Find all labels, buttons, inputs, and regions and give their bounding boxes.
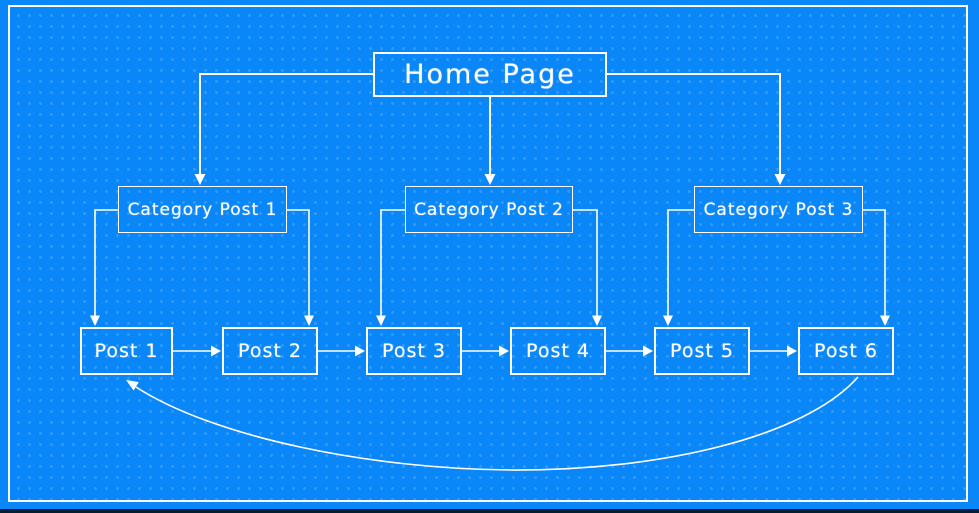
- node-post-5: Post 5: [654, 327, 750, 375]
- node-category-post-3-label: Category Post 3: [703, 199, 854, 220]
- node-category-post-3: Category Post 3: [694, 186, 863, 233]
- node-post-3-label: Post 3: [382, 340, 446, 362]
- node-post-6: Post 6: [798, 327, 894, 375]
- bottom-edge-shadow: [0, 509, 979, 513]
- node-post-6-label: Post 6: [814, 340, 878, 362]
- node-category-post-1-label: Category Post 1: [127, 199, 278, 220]
- node-post-2: Post 2: [222, 327, 318, 375]
- node-post-4-label: Post 4: [526, 340, 590, 362]
- node-home-page: Home Page: [373, 52, 607, 97]
- node-post-1-label: Post 1: [94, 340, 159, 362]
- node-category-post-2-label: Category Post 2: [414, 199, 564, 220]
- node-post-3: Post 3: [366, 327, 462, 375]
- node-category-post-1: Category Post 1: [118, 186, 287, 233]
- node-post-4: Post 4: [510, 327, 606, 375]
- node-home-page-label: Home Page: [404, 59, 576, 90]
- node-post-1: Post 1: [80, 327, 173, 375]
- node-post-5-label: Post 5: [670, 340, 734, 362]
- node-category-post-2: Category Post 2: [405, 186, 573, 233]
- node-post-2-label: Post 2: [238, 340, 302, 362]
